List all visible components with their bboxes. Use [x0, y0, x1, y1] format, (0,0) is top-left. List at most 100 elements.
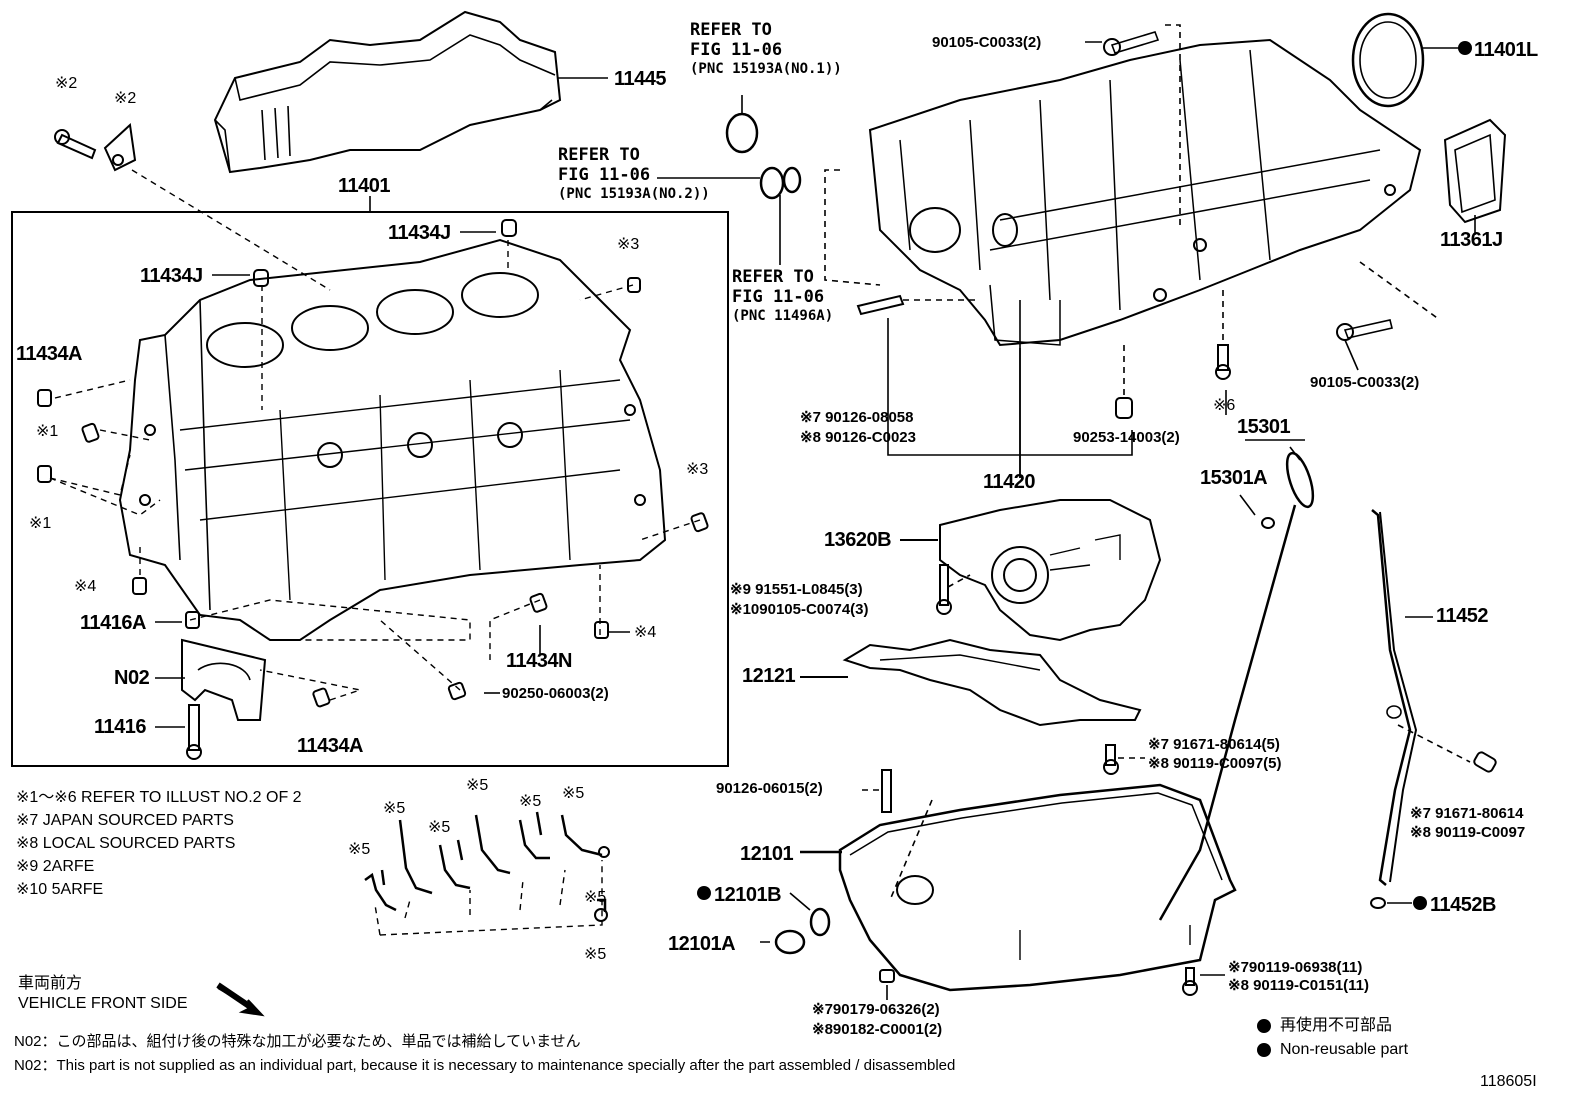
note-7: ※7 JAPAN SOURCED PARTS: [16, 812, 234, 829]
label-90119-C0097: ※8 90119-C0097: [1410, 824, 1526, 841]
label-11434J-left: 11434J: [140, 265, 203, 287]
clip-group-bracket: [374, 860, 603, 936]
refer-block-3: REFER TO FIG 11-06 (PNC 11496A): [732, 267, 833, 324]
label-90179: ※790179-06326(2): [812, 1001, 940, 1018]
label-12121: 12121: [742, 665, 796, 687]
label-11452B: 11452B: [1430, 894, 1496, 916]
marker-m5-b: ※5: [383, 800, 406, 817]
front-side-en: VEHICLE FRONT SIDE: [18, 995, 188, 1012]
marker-m5-d: ※5: [466, 777, 489, 794]
refer-block-1: REFER TO FIG 11-06 (PNC 15193A(NO.1)): [690, 20, 842, 77]
cylinder-block: [118, 238, 667, 641]
marker-m6: ※6: [1213, 397, 1236, 414]
marker-m3-b: ※3: [686, 461, 709, 478]
note-10: ※10 5ARFE: [16, 881, 104, 898]
label-11420: 11420: [983, 471, 1036, 493]
label-15301A: 15301A: [1200, 467, 1268, 489]
label-90253: 90253-14003(2): [1073, 429, 1180, 446]
label-91671-5: ※7 91671-80614(5): [1148, 736, 1280, 753]
refer3-line2: FIG 11-06: [732, 287, 825, 308]
dipstick-15301: [1158, 439, 1315, 921]
label-11361J: 11361J: [1440, 229, 1503, 251]
label-90126-C0023: ※8 90126-C0023: [800, 429, 916, 446]
marker-m1-a: ※1: [36, 423, 59, 440]
label-12101A: 12101A: [668, 933, 736, 955]
marker-m5-g: ※5: [584, 946, 607, 963]
label-11434A-left: 11434A: [16, 343, 82, 365]
notes-block: ※1〜※6 REFER TO ILLUST NO.2 OF 2 ※7 JAPAN…: [16, 790, 302, 898]
drain-plug-12101A: [760, 892, 831, 955]
clip-group-m5: [364, 811, 610, 922]
label-13620B: 13620B: [824, 529, 892, 551]
marker-m5-e: ※5: [519, 793, 542, 810]
marker-m2-a: ※2: [55, 75, 78, 92]
oil-seal-11401L: [1351, 12, 1465, 108]
label-12101B: 12101B: [714, 884, 782, 906]
oil-pan-12101: [800, 783, 1237, 992]
refer1-line3: (PNC 15193A(NO.1)): [690, 60, 842, 77]
marker-m5-f: ※5: [562, 785, 585, 802]
refer2-line2: FIG 11-06: [558, 165, 651, 186]
leader-lines: [49, 169, 701, 701]
bolt-91551: [936, 564, 971, 615]
label-15301: 15301: [1237, 416, 1291, 438]
label-90250: 90250-06003(2): [502, 685, 609, 702]
bolt-90105-right: [1336, 319, 1393, 371]
label-91671: ※7 91671-80614: [1410, 805, 1524, 822]
label-11401L: 11401L: [1474, 39, 1538, 61]
note-9: ※9 2ARFE: [16, 858, 95, 875]
legend-en: Non-reusable part: [1280, 1041, 1409, 1058]
label-11452: 11452: [1436, 605, 1489, 627]
label-11445: 11445: [614, 68, 667, 90]
crankcase-11420: [868, 38, 1422, 347]
n02-note-jp: N02：この部品は、組付け後の特殊な加工が必要なため、単品では補給していません: [14, 1033, 581, 1050]
label-N02: N02: [114, 667, 150, 689]
n02-note-en: N02：This part is not supplied as an indi…: [14, 1057, 956, 1074]
label-11416A: 11416A: [80, 612, 146, 634]
marker-m1-b: ※1: [29, 515, 52, 532]
note-1-6: ※1〜※6 REFER TO ILLUST NO.2 OF 2: [16, 789, 302, 806]
marker-m4-b: ※4: [634, 624, 657, 641]
front-side-jp: 車両前方: [18, 975, 83, 992]
marker-m4-a: ※4: [74, 578, 97, 595]
baffle-plate-12121: [800, 638, 1142, 727]
label-90126-08058: ※7 90126-08058: [800, 409, 914, 426]
legend-jp: 再使用不可部品: [1280, 1017, 1393, 1034]
label-90105-top: 90105-C0033(2): [932, 34, 1042, 51]
marker-m2-b: ※2: [114, 90, 137, 107]
note-8: ※8 LOCAL SOURCED PARTS: [16, 835, 236, 852]
nut-90179: [879, 969, 895, 1000]
marker-m3-a: ※3: [617, 236, 640, 253]
dipstick-guide-11452: [1370, 509, 1497, 909]
block-small-parts: [37, 122, 709, 760]
label-91551: ※9 91551-L0845(3): [730, 581, 863, 598]
label-90119-C0097-5: ※8 90119-C0097(5): [1148, 755, 1282, 772]
label-90182: ※890182-C0001(2): [812, 1021, 943, 1038]
refer-block-2: REFER TO FIG 11-06 (PNC 15193A(NO.2)): [558, 145, 710, 202]
marker-m5-a: ※5: [348, 841, 371, 858]
label-90119-06938: ※790119-06938(11): [1228, 959, 1363, 976]
bolt-91671: [1103, 744, 1145, 775]
refer3-line1: REFER TO: [732, 267, 814, 287]
label-90105-right: 90105-C0033(2): [1310, 374, 1420, 391]
label-11401: 11401: [338, 175, 391, 197]
label-90105-C0074: ※1090105-C0074(3): [730, 601, 869, 618]
label-11434N: 11434N: [506, 650, 572, 672]
oil-pump-13620B: [900, 499, 1162, 642]
marker-m5-c: ※5: [428, 819, 451, 836]
label-11434J-top: 11434J: [388, 222, 451, 244]
solid-leaders: [155, 77, 1227, 728]
label-90126-06015: 90126-06015(2): [716, 780, 823, 797]
refer2-line1: REFER TO: [558, 145, 640, 165]
insulator-cover-11445: [213, 10, 562, 174]
label-11416: 11416: [94, 716, 147, 738]
bolt-90119-06938: [1182, 967, 1225, 996]
refer1-line2: FIG 11-06: [690, 40, 783, 61]
refer1-line1: REFER TO: [690, 20, 772, 40]
figure-id: 118605I: [1480, 1073, 1537, 1090]
bolt-90105-top: [1085, 24, 1181, 230]
marker-m5-h: ※5: [584, 889, 607, 906]
refer3-line3: (PNC 11496A): [732, 307, 834, 324]
